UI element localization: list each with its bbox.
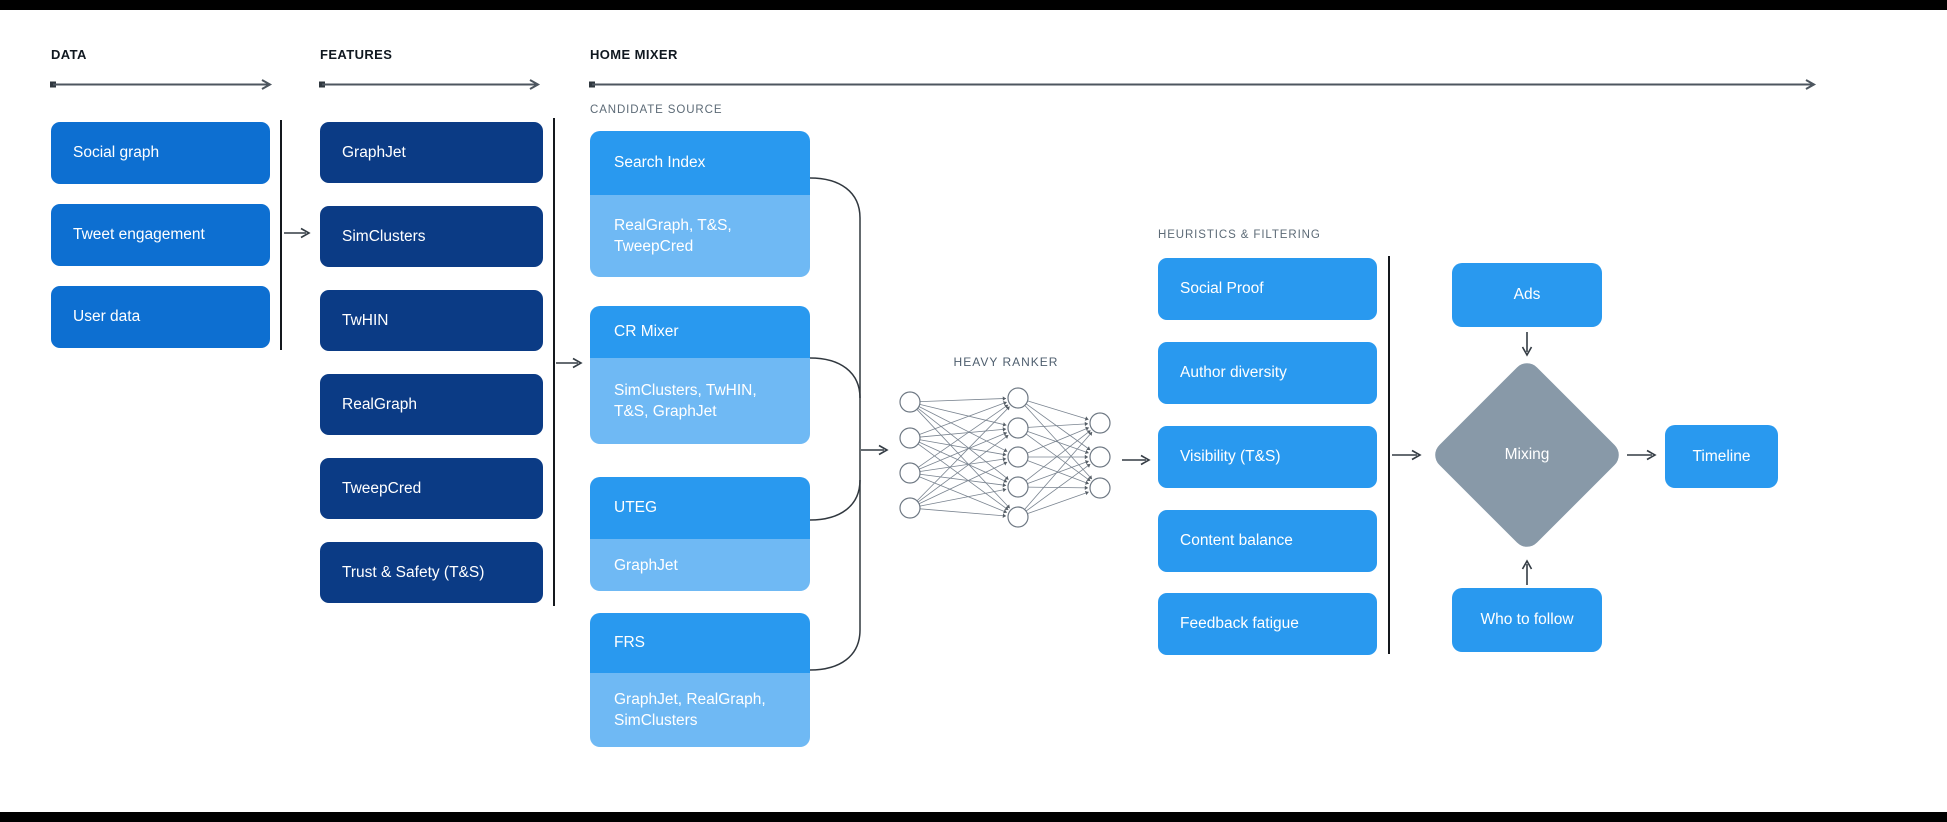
node-uteg: UTEG GraphJet (590, 477, 810, 591)
node-timeline: Timeline (1665, 425, 1778, 488)
node-content-balance: Content balance (1158, 510, 1377, 572)
neural-network-graphic (899, 387, 1111, 528)
node-simclusters: SimClusters (320, 206, 543, 267)
heavy-ranker-label: HEAVY RANKER (953, 355, 1059, 369)
candidate-title: FRS (590, 613, 810, 673)
node-graphjet: GraphJet (320, 122, 543, 183)
node-tweet-engagement: Tweet engagement (51, 204, 270, 266)
candidate-feature-list: GraphJet, RealGraph, SimClusters (590, 673, 810, 747)
node-tweepcred: TweepCred (320, 458, 543, 519)
section-header-data: DATA (51, 47, 87, 62)
node-search-index: Search Index RealGraph, T&S, TweepCred (590, 131, 810, 277)
node-author-diversity: Author diversity (1158, 342, 1377, 404)
candidate-title: UTEG (590, 477, 810, 539)
bottom-letterbox-bar (0, 812, 1947, 822)
node-who-to-follow: Who to follow (1452, 588, 1602, 652)
section-header-home-mixer: HOME MIXER (590, 47, 678, 62)
node-twhin: TwHIN (320, 290, 543, 351)
node-realgraph: RealGraph (320, 374, 543, 435)
heuristics-filtering-label: HEURISTICS & FILTERING (1158, 229, 1321, 241)
node-social-proof: Social Proof (1158, 258, 1377, 320)
candidate-feature-list: GraphJet (590, 539, 810, 591)
node-social-graph: Social graph (51, 122, 270, 184)
candidate-title: Search Index (590, 131, 810, 195)
candidate-collector-curves (809, 177, 861, 671)
node-cr-mixer: CR Mixer SimClusters, TwHIN, T&S, GraphJ… (590, 306, 810, 444)
candidate-feature-list: SimClusters, TwHIN, T&S, GraphJet (590, 358, 810, 444)
node-visibility-ts: Visibility (T&S) (1158, 426, 1377, 488)
node-user-data: User data (51, 286, 270, 348)
node-feedback-fatigue: Feedback fatigue (1158, 593, 1377, 655)
top-letterbox-bar (0, 0, 1947, 10)
candidate-feature-list: RealGraph, T&S, TweepCred (590, 195, 810, 277)
candidate-title: CR Mixer (590, 306, 810, 358)
section-axis-arrows (50, 79, 1817, 90)
node-frs: FRS GraphJet, RealGraph, SimClusters (590, 613, 810, 747)
node-trust-safety: Trust & Safety (T&S) (320, 542, 543, 603)
mixing-label: Mixing (1504, 446, 1550, 463)
node-ads: Ads (1452, 263, 1602, 327)
candidate-source-label: CANDIDATE SOURCE (590, 104, 723, 116)
section-header-features: FEATURES (320, 47, 393, 62)
